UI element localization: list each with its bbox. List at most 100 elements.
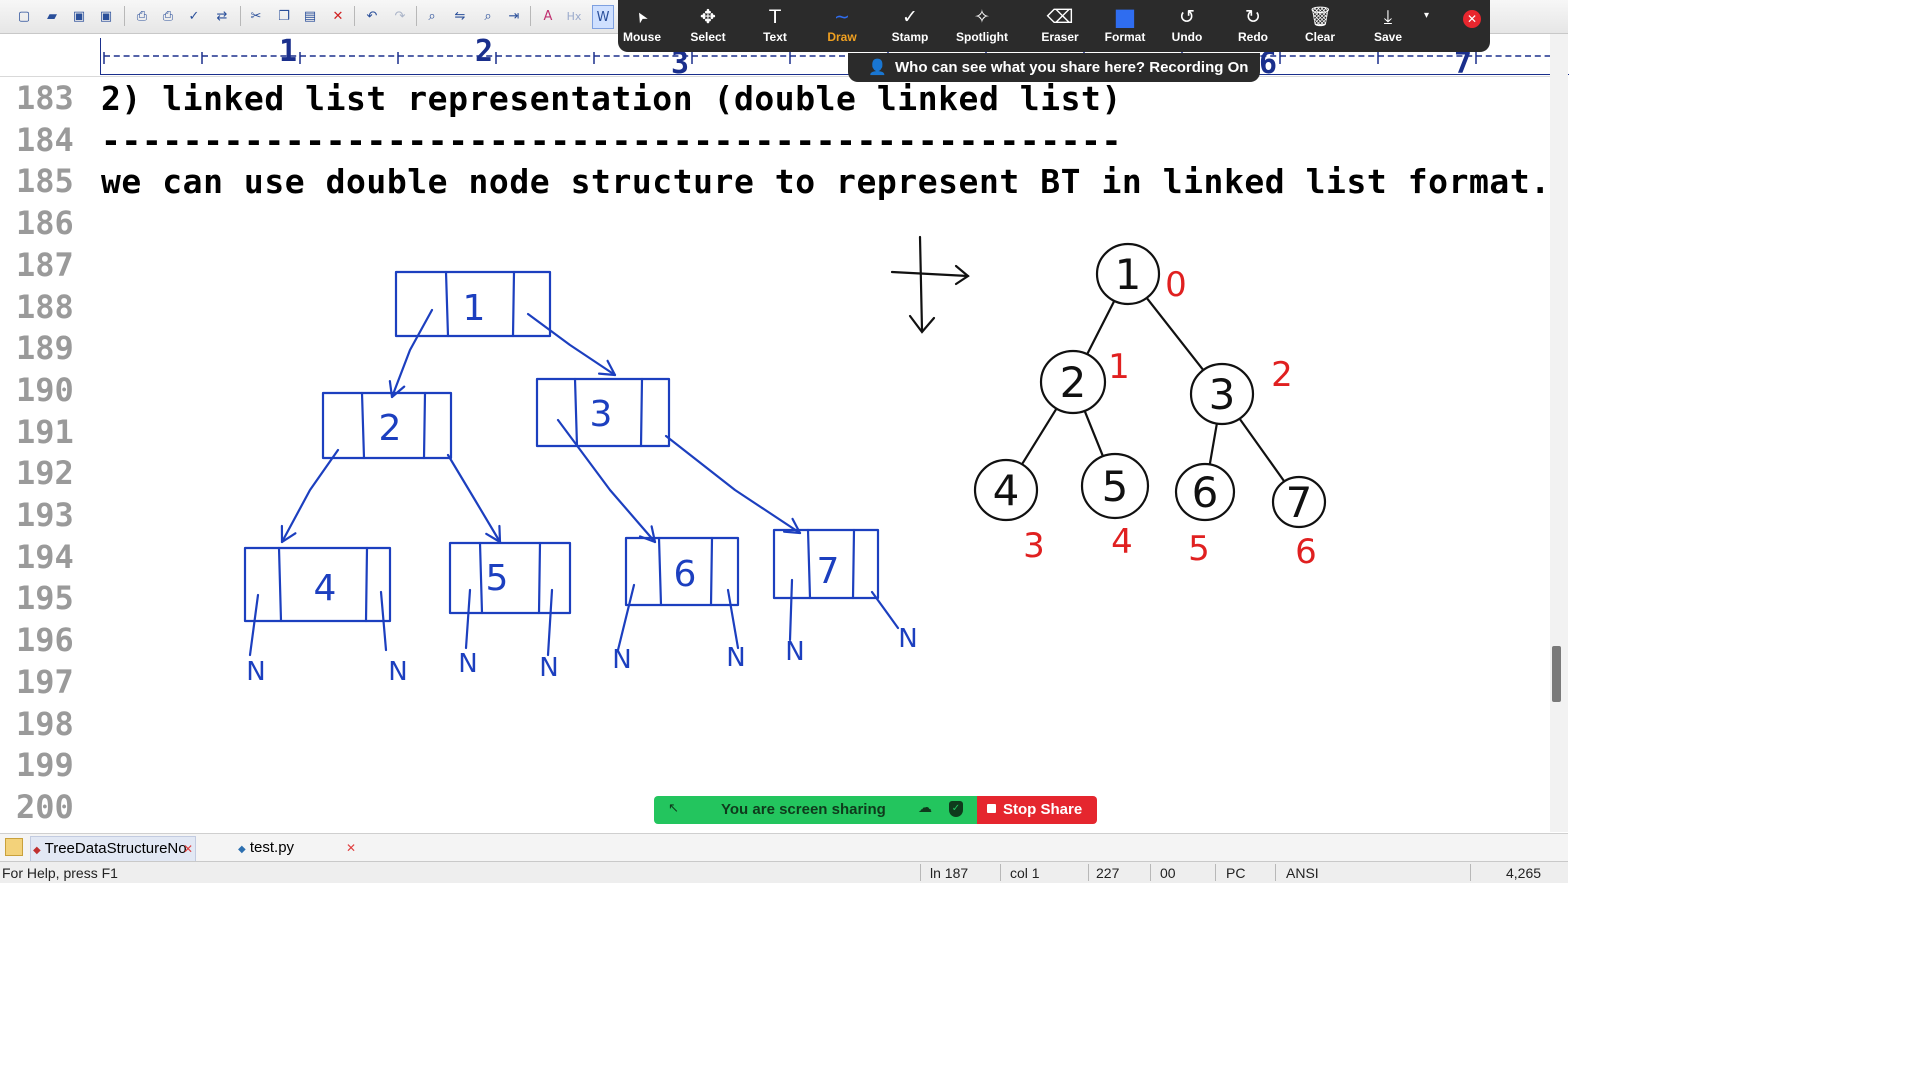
null-pointer-line — [788, 578, 794, 642]
print-icon[interactable]: ⎙ — [162, 8, 174, 24]
line-number: 190 — [16, 370, 74, 409]
chevron-down-icon[interactable]: ▾ — [1424, 10, 1430, 21]
tool-undo[interactable]: ↺Undo — [1155, 4, 1219, 50]
stop-square-icon — [987, 804, 996, 813]
arrow-head — [638, 525, 657, 544]
linked-node-label: 2 — [379, 408, 402, 449]
open-folder-icon[interactable]: ▰ — [47, 8, 57, 24]
tree-node-circle — [973, 458, 1039, 522]
linked-node-label: 3 — [590, 394, 613, 435]
tree-edge — [1146, 297, 1204, 371]
node-divider — [478, 541, 484, 615]
tree-edge — [1208, 423, 1218, 465]
word-wrap-icon[interactable]: W — [592, 5, 614, 29]
line-number: 185 — [16, 162, 74, 201]
find-in-files-icon[interactable]: ⌕ — [484, 8, 492, 24]
share-visibility-banner[interactable]: 👤 Who can see what you share here? Recor… — [848, 53, 1260, 82]
ruler-number: 1 — [278, 34, 298, 69]
node-divider — [851, 528, 856, 600]
axis-horizontal — [890, 270, 970, 278]
stop-share-button[interactable] — [977, 796, 1097, 824]
null-pointer-line — [379, 590, 388, 652]
line-number: 189 — [16, 329, 74, 368]
tree-node-label: 6 — [1192, 468, 1219, 517]
document-tab-bar: ◆ TreeDataStructureNo ✕ ◆ test.py ✕ — [0, 833, 1568, 862]
scrollbar-thumb[interactable] — [1552, 646, 1561, 702]
redo-icon[interactable]: ↷ — [394, 8, 406, 24]
tool-mouse[interactable]: ➤Mouse — [610, 4, 674, 50]
null-label: N — [458, 649, 477, 679]
screen-share-status-text: You are screen sharing — [721, 801, 886, 818]
tool-label: Text — [763, 30, 787, 44]
hex-icon[interactable]: Hx — [566, 9, 582, 23]
position-indicator: 227 — [1096, 865, 1120, 881]
tool-select[interactable]: ✥Select — [676, 4, 740, 50]
ftp-icon[interactable]: ⇄ — [216, 8, 228, 24]
squiggle-icon: ∼ — [834, 6, 850, 28]
close-icon[interactable]: ✕ — [1463, 10, 1481, 28]
find-icon[interactable]: ⌕ — [428, 8, 436, 24]
line-number: 197 — [16, 662, 74, 701]
close-tab-icon[interactable]: ✕ — [345, 841, 356, 855]
move-icon: ✥ — [700, 6, 716, 28]
linked-node-box — [772, 528, 880, 600]
checkmark-icon: ✓ — [902, 6, 918, 28]
copy-icon[interactable]: ❐ — [278, 8, 290, 24]
drag-handle-icon[interactable]: ↖ — [668, 801, 679, 816]
tool-save[interactable]: ⤓Save — [1356, 4, 1420, 50]
linked-node-box — [394, 270, 552, 338]
linked-node-box — [624, 536, 740, 607]
tab-label: TreeDataStructureNo — [44, 840, 187, 857]
tool-eraser[interactable]: ⌫Eraser — [1028, 4, 1092, 50]
tool-clear[interactable]: 🗑Clear — [1288, 4, 1352, 50]
node-divider — [511, 270, 516, 338]
node-divider — [657, 536, 663, 607]
tool-redo[interactable]: ↻Redo — [1221, 4, 1285, 50]
tool-format[interactable]: ■Format — [1093, 4, 1157, 50]
pointer-arrow — [390, 308, 434, 399]
replace-icon[interactable]: ⇋ — [454, 8, 466, 24]
share-visibility-text: Who can see what you share here? Recordi… — [895, 59, 1249, 76]
text-icon: T — [769, 6, 781, 28]
new-file-icon[interactable]: ▢ — [17, 8, 31, 24]
folder-icon[interactable] — [5, 838, 23, 856]
tool-draw[interactable]: ∼Draw — [810, 4, 874, 50]
line-number: 184 — [16, 120, 74, 159]
tool-text[interactable]: T Text — [743, 4, 807, 50]
node-divider — [422, 391, 427, 460]
undo-icon[interactable]: ↶ — [366, 8, 378, 24]
tool-label: Redo — [1238, 30, 1268, 44]
cut-icon[interactable]: ✂ — [250, 8, 262, 24]
line-number: 186 — [16, 204, 74, 243]
arrow-head — [782, 517, 802, 535]
pointer-arrow — [526, 312, 617, 377]
undo-icon: ↺ — [1179, 6, 1195, 28]
goto-icon[interactable]: ⇥ — [508, 8, 520, 24]
file-size-indicator: 4,265 — [1506, 865, 1542, 881]
close-tab-icon[interactable]: ✕ — [182, 842, 193, 856]
arrow-head — [597, 359, 617, 377]
tool-stamp[interactable]: ✓Stamp — [878, 4, 942, 50]
delete-icon[interactable]: ✕ — [332, 8, 344, 24]
arrow-head — [485, 524, 502, 544]
paste-icon[interactable]: ▤ — [303, 8, 317, 24]
tree-node-label: 5 — [1102, 462, 1129, 511]
print-preview-icon[interactable]: ⎙ — [136, 8, 148, 24]
tool-spotlight[interactable]: ✧Spotlight — [950, 4, 1014, 50]
vertical-scrollbar[interactable] — [1550, 34, 1568, 832]
node-divider — [709, 536, 714, 607]
save-all-icon[interactable]: ▣ — [99, 8, 113, 24]
node-divider — [639, 377, 644, 448]
tree-edge — [1238, 418, 1286, 482]
tree-index-label: 3 — [1023, 526, 1045, 566]
line-number: 200 — [16, 787, 74, 826]
spellcheck-icon[interactable]: ✓ — [188, 8, 200, 24]
tab-tree-data-structure[interactable]: ◆ TreeDataStructureNo ✕ — [30, 836, 196, 862]
save-disk-icon[interactable]: ▣ — [72, 8, 86, 24]
tab-test-py[interactable]: ◆ test.py ✕ — [238, 836, 358, 860]
stop-share-label[interactable]: Stop Share — [1003, 801, 1083, 818]
tool-label: Format — [1104, 30, 1146, 44]
font-icon[interactable]: A — [543, 8, 553, 24]
